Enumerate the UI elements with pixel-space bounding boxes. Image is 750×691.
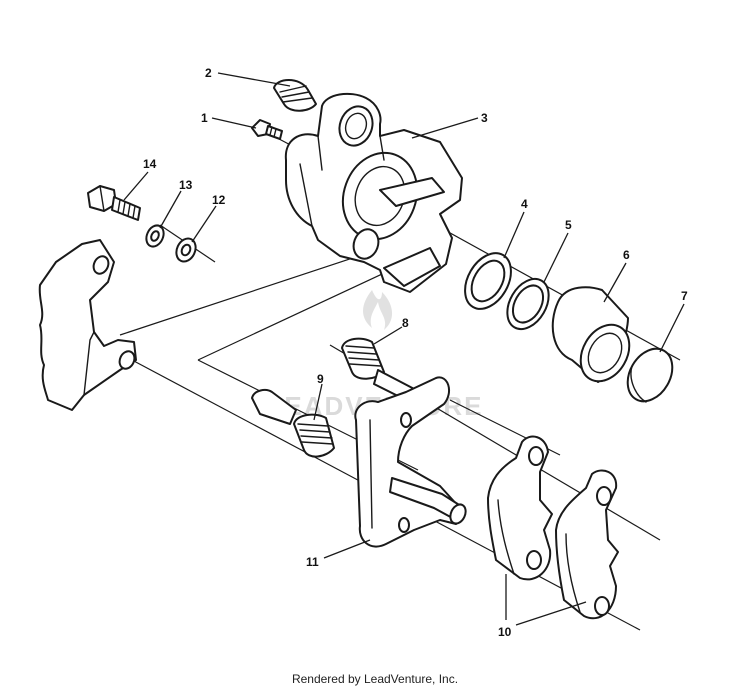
callout-7: 7 (681, 289, 688, 303)
callout-11: 11 (306, 555, 319, 569)
callout-2: 2 (205, 66, 212, 80)
part-9-caliper-pin (251, 389, 335, 458)
part-4-piston-seal (464, 252, 512, 310)
callout-1: 1 (201, 111, 208, 125)
callout-8: 8 (402, 316, 409, 330)
callout-labels: 2 1 3 14 13 12 4 5 6 7 8 9 11 10 (143, 66, 688, 639)
flame-watermark-icon (363, 290, 393, 330)
footer-credit: Rendered by LeadVenture, Inc. (291, 672, 459, 686)
part-13-lock-washer (145, 224, 165, 248)
part-7-piston-cap (626, 347, 674, 403)
callout-5: 5 (565, 218, 572, 232)
callout-10: 10 (498, 625, 512, 639)
callout-12: 12 (212, 193, 226, 207)
callout-6: 6 (623, 248, 630, 262)
callout-4: 4 (521, 197, 528, 211)
callout-14: 14 (143, 157, 157, 171)
part-11-caliper-bracket (354, 376, 467, 548)
part-5-dust-seal (506, 277, 550, 331)
callout-9: 9 (317, 372, 324, 386)
callout-leader-lines (123, 72, 685, 626)
part-14-hex-bolt (87, 185, 141, 221)
part-1-bleeder-valve (251, 119, 283, 140)
callout-13: 13 (179, 178, 193, 192)
mounting-bracket (38, 239, 137, 411)
part-10-brake-pad-rear (555, 469, 619, 620)
part-2-bleeder-screw (273, 79, 317, 112)
callout-3: 3 (481, 111, 488, 125)
part-10-brake-pad-front (487, 435, 553, 581)
part-3-caliper-body (284, 92, 463, 293)
part-6-piston (551, 286, 631, 383)
part-12-flat-washer (175, 237, 197, 263)
